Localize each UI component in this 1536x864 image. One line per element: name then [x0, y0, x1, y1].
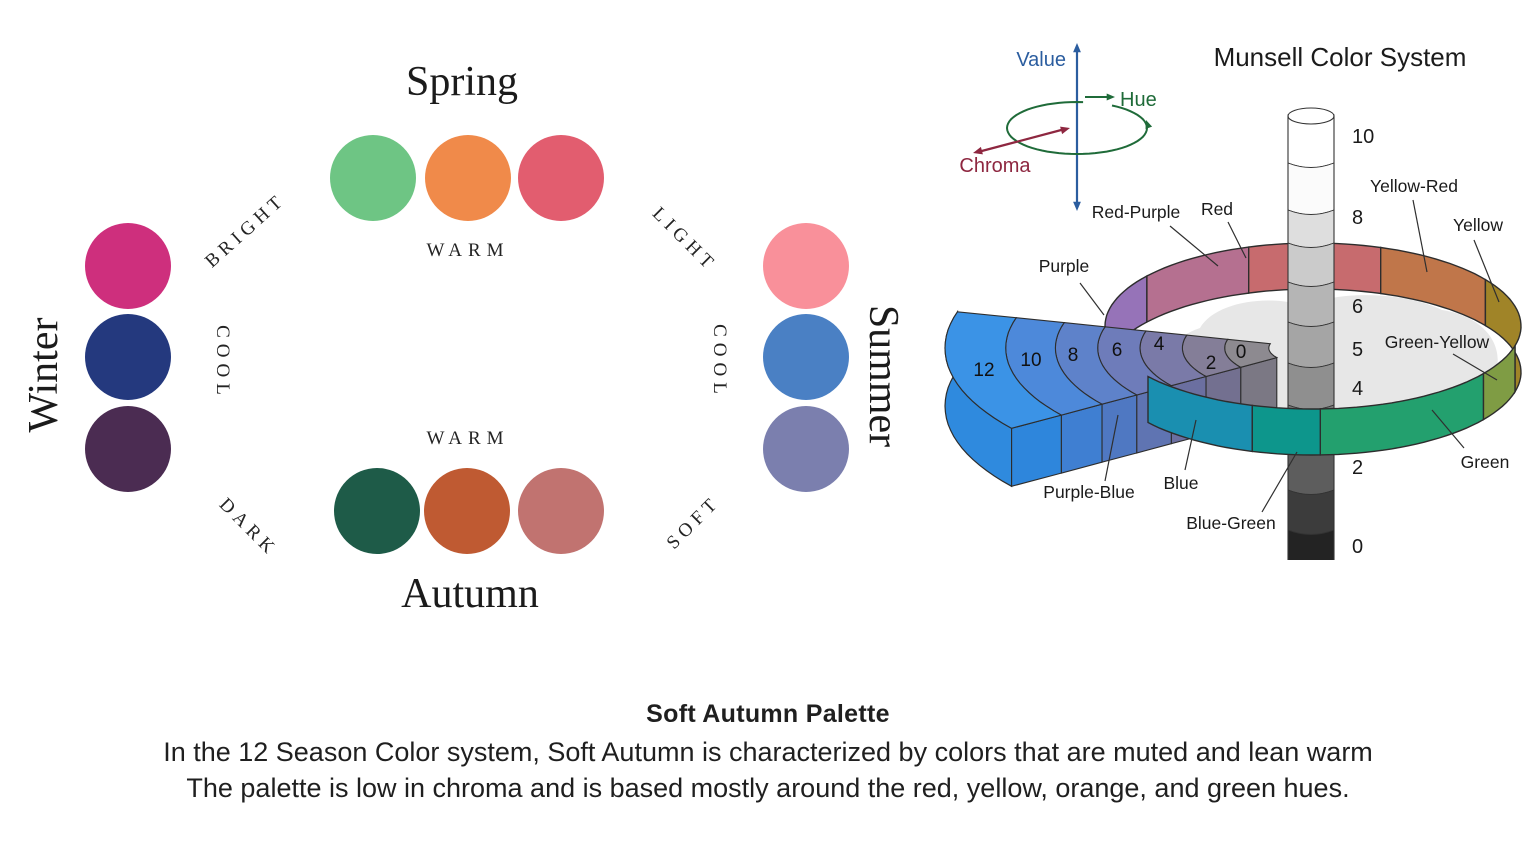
light-label: LIGHT: [647, 203, 721, 277]
chroma-axis-label: Chroma: [959, 155, 1031, 177]
color-swatch: [425, 135, 511, 221]
hue-label-blue-green: Blue-Green: [1186, 513, 1276, 533]
color-swatch: [518, 468, 604, 554]
color-swatch: [763, 406, 849, 492]
chroma-wedge: 02 4 6 8 10 12: [944, 309, 1279, 488]
hue-label-red: Red: [1201, 199, 1233, 219]
caption-line-2: The palette is low in chroma and is base…: [186, 773, 1350, 803]
svg-text:Munsell Color System: Munsell Color System: [1214, 42, 1467, 72]
wedge-front-cell: [1060, 403, 1103, 474]
munsell-title: Munsell Color System: [1214, 42, 1467, 72]
dark-label: DARK: [214, 494, 282, 562]
svg-text:0: 0: [1352, 536, 1363, 558]
hue-labels: Purple Red-Purple Red Yellow-RedYellowGreen…: [1039, 176, 1510, 533]
hue-label-green: Green: [1461, 452, 1510, 472]
wedge-top-cell: [944, 311, 1063, 429]
hue-label-yellow-red: Yellow-Red: [1370, 176, 1458, 196]
value-scale: 10 8 6 5 4 2 0: [1352, 126, 1374, 558]
autumn-title: Autumn: [401, 571, 539, 617]
caption-line-1: In the 12 Season Color system, Soft Autu…: [163, 737, 1373, 767]
svg-text:12: 12: [973, 360, 994, 381]
warm-label-bottom: WARM: [426, 428, 510, 449]
hue-segment-blue: [1147, 375, 1253, 453]
wedge-front-cell: [1101, 394, 1138, 463]
soft-label: SOFT: [662, 491, 725, 554]
hue-label-yellow: Yellow: [1453, 215, 1503, 235]
svg-text:8: 8: [1068, 345, 1079, 366]
color-swatch: [85, 314, 171, 400]
hue-axis-label: Hue: [1120, 89, 1157, 111]
hue-ring-front: [1147, 343, 1516, 456]
color-swatch: [334, 468, 420, 554]
svg-text:4: 4: [1154, 334, 1165, 355]
hue-label-purple-blue: Purple-Blue: [1043, 482, 1134, 502]
color-swatch: [85, 223, 171, 309]
svg-text:2: 2: [1352, 457, 1363, 479]
svg-text:10: 10: [1020, 350, 1041, 371]
hue-label-purple: Purple: [1039, 256, 1090, 276]
color-swatch: [763, 223, 849, 309]
warm-label-top: WARM: [426, 240, 510, 261]
hue-ring-back: [1104, 242, 1522, 395]
spring-title: Spring: [405, 59, 518, 105]
summer-title: Summer: [860, 304, 906, 448]
color-swatch: [518, 135, 604, 221]
color-swatch: [330, 135, 416, 221]
value-axis-label: Value: [1016, 49, 1066, 71]
color-swatch: [424, 468, 510, 554]
winter-title: Winter: [21, 317, 67, 433]
svg-text:6: 6: [1112, 340, 1123, 361]
svg-text:2: 2: [1206, 353, 1217, 374]
svg-text:4: 4: [1352, 378, 1363, 400]
svg-text:10: 10: [1352, 126, 1374, 148]
cool-label-right: COOL: [709, 324, 730, 400]
bright-label: BRIGHT: [201, 189, 291, 273]
svg-text:8: 8: [1352, 207, 1363, 229]
hue-label-green-yellow: Green-Yellow: [1385, 332, 1490, 352]
svg-text:5: 5: [1352, 339, 1363, 361]
hue-label-red-purple: Red-Purple: [1092, 202, 1181, 222]
color-swatch: [85, 406, 171, 492]
value-pole: [1287, 107, 1335, 560]
svg-text:6: 6: [1352, 296, 1363, 318]
svg-text:0: 0: [1236, 342, 1247, 363]
color-swatch: [763, 314, 849, 400]
cool-label-left: COOL: [212, 325, 233, 401]
caption-title: Soft Autumn Palette: [646, 700, 890, 728]
hue-segment-blue-green: [1251, 404, 1321, 456]
hue-label-blue: Blue: [1163, 473, 1198, 493]
